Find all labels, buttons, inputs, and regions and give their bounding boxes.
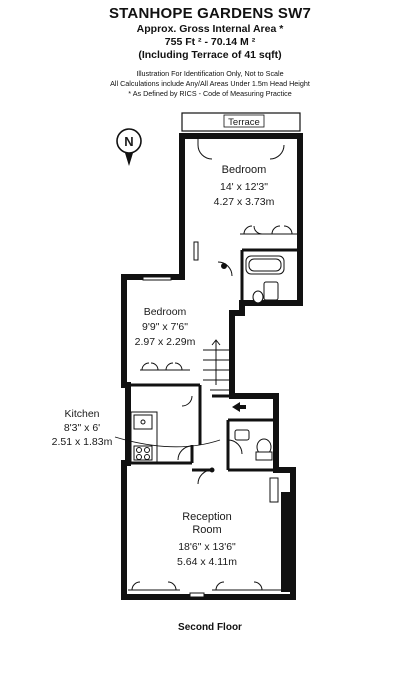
bathroom-fittings [221,255,285,304]
staircase [203,339,232,391]
kitchen-metric: 2.51 x 1.83m [52,436,113,448]
bedroom2-name: Bedroom [144,306,187,318]
reception-name-line1: Reception [182,511,232,523]
disclaimer-calculations: All Calculations include Any/All Areas U… [110,79,310,88]
disclaimer-identification: Illustration For Identification Only, No… [136,69,284,78]
bedroom1-imperial: 14' x 12'3" [220,181,268,193]
wc-fittings [197,429,273,485]
bedroom1-name: Bedroom [222,164,267,176]
disclaimer-rics: * As Defined by RICS - Code of Measuring… [128,89,292,98]
bedroom2-imperial: 9'9" x 7'6" [142,321,188,333]
bedroom1-metric: 4.27 x 3.73m [214,196,275,208]
plan-title: STANHOPE GARDENS SW7 [108,5,312,22]
entrance-arrow-icon [232,402,246,412]
north-compass-icon: N [116,128,142,166]
reception-metric: 5.64 x 4.11m [177,556,237,568]
bedroom2-metric: 2.97 x 2.29m [135,336,196,348]
area-heading: Approx. Gross Internal Area * [136,23,284,35]
reception-name-line2: Room [192,524,221,536]
terrace-label: Terrace [228,117,260,128]
kitchen-imperial: 8'3" x 6' [64,422,100,434]
kitchen-fittings [130,395,193,463]
reception-chimney-breast [281,492,293,592]
reception-imperial: 18'6" x 13'6" [178,541,236,553]
terrace-area: Terrace [181,112,301,132]
reception-fittings [128,477,288,598]
kitchen-name: Kitchen [64,408,99,420]
bedroom1-fittings [193,136,300,277]
bedroom2-fittings [140,276,190,371]
floor-label: Second Floor [178,622,242,633]
area-value: 755 Ft ² - 70.14 M ² [164,36,256,48]
interior-walls [124,240,300,472]
compass-letter: N [124,134,133,149]
kitchen-leader-line [114,436,221,448]
terrace-note: (Including Terrace of 41 sqft) [138,49,282,61]
